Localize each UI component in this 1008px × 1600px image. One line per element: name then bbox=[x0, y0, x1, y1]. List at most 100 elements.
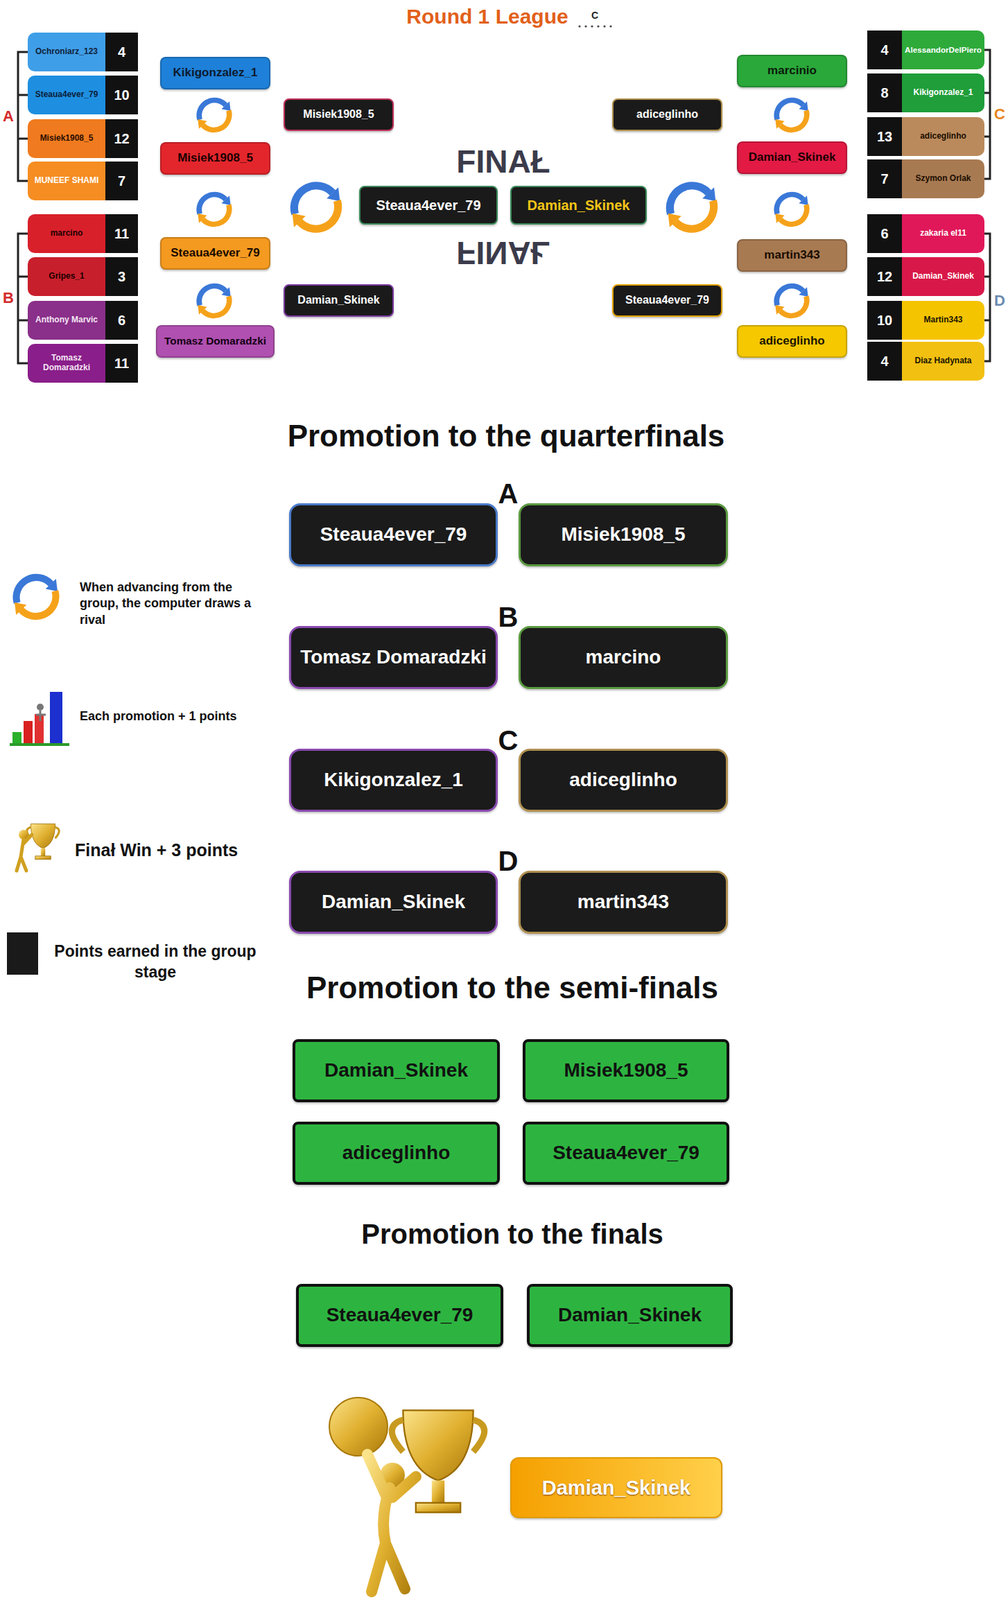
semi-box: Misiek1908_5 bbox=[283, 98, 394, 132]
team-entry: Tomasz Domaradzki 11 bbox=[27, 343, 138, 383]
legend-text: Finał Win + 3 points bbox=[74, 838, 283, 862]
team-name-text: Anthony Marvic bbox=[35, 315, 98, 326]
final-heading-mirror: FINAŁ bbox=[456, 234, 550, 272]
team-name: Gripes_1 bbox=[27, 257, 106, 297]
draw-box: Damian_Skinek bbox=[736, 141, 848, 175]
group-points: 4 bbox=[105, 32, 138, 72]
title-dots bbox=[578, 24, 612, 28]
team-name: Szymon Orlak bbox=[901, 159, 985, 199]
points-number: 8 bbox=[880, 85, 889, 102]
green-box: Steaua4ever_79 bbox=[522, 1121, 730, 1185]
final-heading: FINAŁ bbox=[456, 142, 550, 181]
box-text: adiceglinho bbox=[759, 334, 825, 349]
group-letter: B bbox=[2, 289, 14, 308]
pair-box: marcino bbox=[518, 626, 728, 690]
title-mark: C bbox=[591, 9, 599, 21]
points-number: 10 bbox=[113, 87, 129, 104]
points-number: 10 bbox=[876, 312, 893, 329]
group-points: 13 bbox=[867, 117, 902, 156]
draw-box: Tomasz Domaradzki bbox=[155, 325, 275, 358]
box-text: Steaua4ever_79 bbox=[326, 1304, 474, 1327]
trophy-icon bbox=[16, 823, 59, 871]
team-entry: marcino 11 bbox=[27, 214, 138, 254]
box-text: adiceglinho bbox=[569, 768, 678, 792]
box-text: Damian_Skinek bbox=[527, 197, 631, 214]
group-points: 10 bbox=[867, 300, 902, 340]
box-text: martin343 bbox=[763, 248, 820, 263]
pair-box: Kikigonzalez_1 bbox=[289, 748, 498, 812]
points-number: 12 bbox=[876, 268, 893, 285]
team-name-text: MUNEEF SHAMI bbox=[34, 176, 100, 186]
points-number: 7 bbox=[117, 173, 126, 190]
group-points: 7 bbox=[105, 161, 138, 201]
team-entry: Martin343 10 bbox=[867, 300, 985, 340]
team-name-text: AlessandorDelPiero bbox=[904, 45, 982, 55]
points-number: 6 bbox=[117, 312, 126, 329]
draw-box: Steaua4ever_79 bbox=[160, 237, 271, 270]
points-number: 4 bbox=[880, 42, 889, 59]
team-name-text: Damian_Skinek bbox=[912, 271, 975, 282]
section-heading: Promotion to the semi-finals bbox=[306, 970, 719, 1006]
team-name-text: Szymon Orlak bbox=[915, 174, 971, 184]
box-text: Misiek1908_5 bbox=[560, 523, 685, 546]
team-name-text: adiceglinho bbox=[919, 131, 967, 142]
group-letter: B bbox=[498, 601, 519, 633]
green-box: adiceglinho bbox=[292, 1121, 500, 1185]
pair-box: martin343 bbox=[518, 870, 728, 934]
draw-icons bbox=[14, 100, 809, 618]
team-name-text: Misiek1908_5 bbox=[40, 133, 94, 144]
team-entry: MUNEEF SHAMI 7 bbox=[27, 161, 138, 201]
bars-icon bbox=[9, 691, 70, 746]
draw-box: Kikigonzalez_1 bbox=[160, 56, 271, 90]
points-number: 6 bbox=[880, 226, 889, 242]
pair-box: adiceglinho bbox=[518, 748, 728, 812]
group-points: 10 bbox=[105, 75, 138, 115]
box-text: Damian_Skinek bbox=[324, 1059, 468, 1082]
box-text: Misiek1908_5 bbox=[563, 1059, 688, 1082]
semi-box: adiceglinho bbox=[612, 98, 723, 132]
team-entry: Damian_Skinek 12 bbox=[867, 257, 985, 297]
green-box: Misiek1908_5 bbox=[522, 1039, 730, 1103]
team-name-text: Diaz Hadynata bbox=[914, 356, 972, 367]
team-name-text: zakaria el11 bbox=[919, 228, 967, 239]
team-name: Tomasz Domaradzki bbox=[27, 343, 106, 383]
team-entry: Anthony Marvic 6 bbox=[27, 300, 138, 340]
box-text: Damian_Skinek bbox=[297, 293, 380, 307]
legend-text: Each promotion + 1 points bbox=[79, 708, 260, 725]
points-number: 11 bbox=[114, 226, 129, 242]
group-points: 3 bbox=[105, 257, 138, 297]
winner-trophy bbox=[329, 1397, 485, 1592]
pair-box: Steaua4ever_79 bbox=[289, 503, 498, 567]
team-name-text: marcino bbox=[50, 228, 84, 239]
draw-box: marcinio bbox=[736, 54, 848, 88]
points-number: 3 bbox=[117, 268, 126, 285]
group-points: 6 bbox=[105, 300, 138, 340]
box-text: Steaua4ever_79 bbox=[625, 293, 710, 307]
team-name: Misiek1908_5 bbox=[27, 119, 106, 159]
points-number: 7 bbox=[880, 171, 889, 188]
team-name: Martin343 bbox=[901, 300, 985, 340]
pair-box: Damian_Skinek bbox=[289, 870, 498, 934]
group-points: 11 bbox=[105, 214, 138, 254]
team-name-text: Kikigonzalez_1 bbox=[913, 88, 973, 98]
green-box: Steaua4ever_79 bbox=[296, 1283, 504, 1348]
team-entry: Misiek1908_512 bbox=[27, 119, 138, 159]
draw-box: adiceglinho bbox=[736, 325, 848, 358]
points-number: 4 bbox=[880, 353, 889, 370]
team-entry: Szymon Orlak 7 bbox=[867, 159, 985, 199]
group-letter: C bbox=[994, 105, 1006, 124]
group-points: 12 bbox=[867, 257, 902, 297]
title: Round 1 League bbox=[406, 4, 568, 29]
draw-box: Misiek1908_5 bbox=[160, 142, 271, 175]
team-name: Ochroniarz_123 bbox=[27, 32, 106, 72]
green-box: Damian_Skinek bbox=[292, 1039, 500, 1103]
box-text: Tomasz Domaradzki bbox=[300, 646, 487, 669]
team-name-text: Tomasz Domaradzki bbox=[30, 353, 103, 373]
box-text: Tomasz Domaradzki bbox=[164, 334, 267, 348]
final-box: Damian_Skinek bbox=[510, 185, 647, 225]
group-points: 4 bbox=[867, 30, 902, 70]
points-number: 11 bbox=[114, 355, 129, 372]
team-name: Damian_Skinek bbox=[901, 257, 985, 297]
box-text: martin343 bbox=[577, 890, 669, 914]
box-text: Kikigonzalez_1 bbox=[323, 768, 464, 792]
